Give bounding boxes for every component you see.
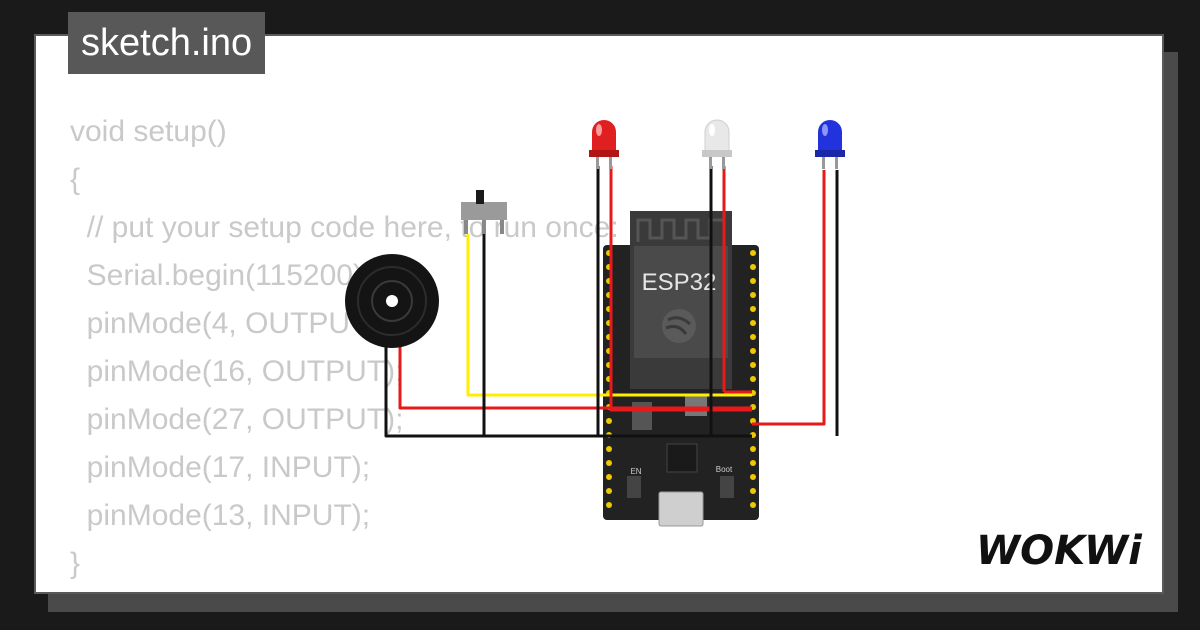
board-chip-usb-uart	[666, 443, 698, 473]
header-pin	[750, 250, 756, 256]
header-pin	[750, 488, 756, 494]
switch-pin	[500, 220, 504, 234]
led-blue[interactable]	[815, 120, 845, 169]
header-pin	[750, 502, 756, 508]
header-pin	[750, 362, 756, 368]
header-pin	[750, 348, 756, 354]
wire-buzzer-gnd	[384, 312, 752, 438]
code-line: void setup()	[70, 115, 227, 148]
code-line: pinMode(27, OUTPUT);	[70, 403, 404, 436]
header-pin	[750, 474, 756, 480]
wires	[384, 166, 839, 438]
buzzer[interactable]	[345, 254, 439, 348]
header-pin	[750, 278, 756, 284]
code-line: {	[70, 163, 81, 196]
wire-switch-signal	[466, 234, 752, 397]
project-preview-card[interactable]: void setup() { // put your setup code he…	[34, 34, 1164, 594]
boot-button[interactable]	[720, 476, 734, 498]
switch-pin	[482, 220, 486, 234]
header-pin	[606, 418, 612, 424]
slide-switch[interactable]	[461, 190, 507, 234]
code-line: pinMode(16, OUTPUT);	[70, 355, 404, 388]
code-preview: void setup() { // put your setup code he…	[70, 108, 619, 588]
code-line: // put your setup code here, to run once…	[70, 211, 619, 244]
switch-pin	[464, 220, 468, 234]
boot-label: Boot	[716, 465, 733, 474]
file-tab[interactable]: sketch.ino	[68, 12, 266, 74]
header-pin	[750, 320, 756, 326]
header-pin	[606, 446, 612, 452]
en-button[interactable]	[627, 476, 641, 498]
buzzer-ring	[357, 266, 427, 336]
usb-port	[658, 491, 704, 527]
board-chip-small	[632, 402, 652, 430]
switch-body	[461, 202, 507, 220]
code-line: pinMode(13, INPUT);	[70, 499, 371, 532]
header-pin	[750, 446, 756, 452]
led-red[interactable]	[589, 120, 619, 169]
header-pin	[606, 502, 612, 508]
header-pin	[750, 376, 756, 382]
wokwi-logo[interactable]: WOKWi	[970, 522, 1146, 576]
led-white[interactable]	[702, 119, 732, 169]
wire-led-red-anode	[609, 166, 752, 412]
espressif-logo-swirl	[665, 316, 692, 335]
header-pin	[750, 264, 756, 270]
wire-led-blue-anode	[752, 170, 826, 426]
header-pin	[606, 460, 612, 466]
code-line: Serial.begin(115200);	[70, 259, 372, 292]
header-pin	[750, 334, 756, 340]
code-line: pinMode(4, OUTPUT);	[70, 307, 387, 340]
buzzer-ring-inner	[371, 280, 413, 322]
board-component	[685, 394, 707, 416]
esp32-label: ESP32	[642, 269, 717, 296]
header-pin	[750, 460, 756, 466]
switch-handle	[476, 190, 484, 204]
code-line: pinMode(17, INPUT);	[70, 451, 371, 484]
wokwi-logo-text: WOKWi	[976, 528, 1143, 574]
en-label: EN	[630, 467, 641, 476]
buzzer-hole	[386, 295, 398, 307]
board-pins-right	[750, 250, 756, 508]
code-line: }	[70, 547, 81, 580]
header-pin	[750, 306, 756, 312]
header-pin	[750, 292, 756, 298]
header-pin	[606, 488, 612, 494]
header-pin	[606, 474, 612, 480]
circuit-diagram[interactable]: ESP32 EN Boot	[36, 36, 1164, 594]
